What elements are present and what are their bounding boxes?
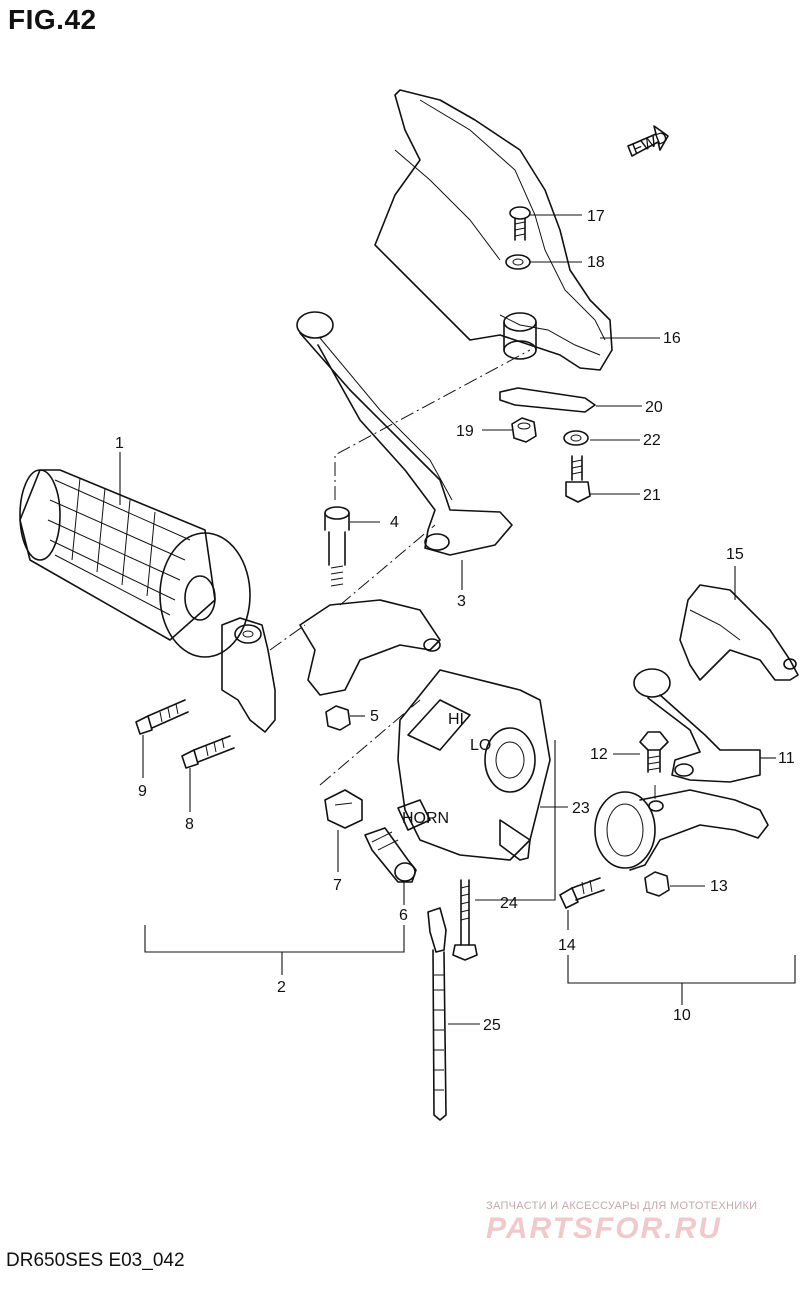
- callout-1: 1: [115, 435, 124, 452]
- screw-8: [181, 735, 235, 769]
- callout-10: 10: [673, 1007, 691, 1024]
- nut-19: [511, 417, 537, 443]
- callout-17: 17: [587, 208, 605, 225]
- fwd-arrow-icon: FWD: [627, 125, 670, 158]
- clutch-lever: [296, 311, 513, 556]
- watermark-tagline: ЗАПЧАСТИ И АКСЕССУАРЫ ДЛЯ МОТОТЕХНИКИ: [486, 1200, 758, 1212]
- callout-24: 24: [500, 895, 518, 912]
- cable-tie-25: [427, 907, 447, 1121]
- callout-9: 9: [138, 783, 147, 800]
- screw-9: [135, 699, 189, 735]
- washer-22: [563, 430, 589, 446]
- clutch-lever-holder: [221, 599, 441, 733]
- callout-12: 12: [590, 746, 608, 763]
- callout-6: 6: [399, 907, 408, 924]
- callout-13: 13: [710, 878, 728, 895]
- callout-7: 7: [333, 877, 342, 894]
- figure-title: FIG.42: [8, 4, 97, 35]
- callout-14: 14: [558, 937, 576, 954]
- watermark-logo: PARTSFOR.RU: [486, 1212, 722, 1245]
- pivot-bolt-12: [639, 731, 669, 773]
- callout-25: 25: [483, 1017, 501, 1034]
- callout-labels: 1 2 3 4 5 6 7 8 9 10 11 12 13 14 15 16 1…: [115, 208, 795, 1034]
- screw-14: [559, 877, 605, 909]
- brake-lever-cover-15: [679, 584, 799, 681]
- handlebar-grip: [19, 469, 251, 658]
- plate-20: [499, 387, 596, 413]
- assembly-line: [319, 699, 421, 786]
- guard-clamp: [503, 312, 537, 360]
- screw-24: [452, 879, 478, 961]
- lo-label: LO: [470, 737, 491, 754]
- washer-18: [505, 254, 531, 270]
- brake-lever-11: [633, 668, 761, 783]
- callout-20: 20: [645, 399, 663, 416]
- leader-lines: [119, 214, 796, 1025]
- callout-4: 4: [390, 514, 399, 531]
- brake-lever-holder: [594, 789, 769, 871]
- nut-5: [325, 705, 351, 731]
- callout-15: 15: [726, 546, 744, 563]
- choke-switch-6: [364, 827, 417, 883]
- callout-19: 19: [456, 423, 474, 440]
- bolt-21: [565, 455, 591, 503]
- hand-guard: [374, 89, 613, 371]
- callout-8: 8: [185, 816, 194, 833]
- callout-3: 3: [457, 593, 466, 610]
- callout-22: 22: [643, 432, 661, 449]
- nut-13: [644, 871, 670, 897]
- assembly-line: [339, 524, 436, 606]
- callout-16: 16: [663, 330, 681, 347]
- callout-5: 5: [370, 708, 379, 725]
- fwd-label: FWD: [630, 129, 670, 158]
- hi-label: HI: [448, 711, 464, 728]
- retainer-7: [324, 789, 363, 829]
- diagram-code: DR650SES E03_042: [6, 1250, 185, 1271]
- callout-11: 11: [778, 750, 795, 767]
- watermark: ЗАПЧАСТИ И АКСЕССУАРЫ ДЛЯ МОТОТЕХНИКИ PA…: [486, 1200, 786, 1246]
- handlebar-switch-assembly: HI LO HORN: [397, 669, 551, 861]
- screw-17: [509, 206, 531, 241]
- callout-18: 18: [587, 254, 605, 271]
- callout-23: 23: [572, 800, 590, 817]
- callout-21: 21: [643, 487, 661, 504]
- assembly-line: [334, 349, 531, 500]
- assembly-line: [269, 624, 306, 651]
- callout-2: 2: [277, 979, 286, 996]
- horn-label: HORN: [402, 810, 449, 827]
- pivot-bolt-4: [324, 506, 350, 587]
